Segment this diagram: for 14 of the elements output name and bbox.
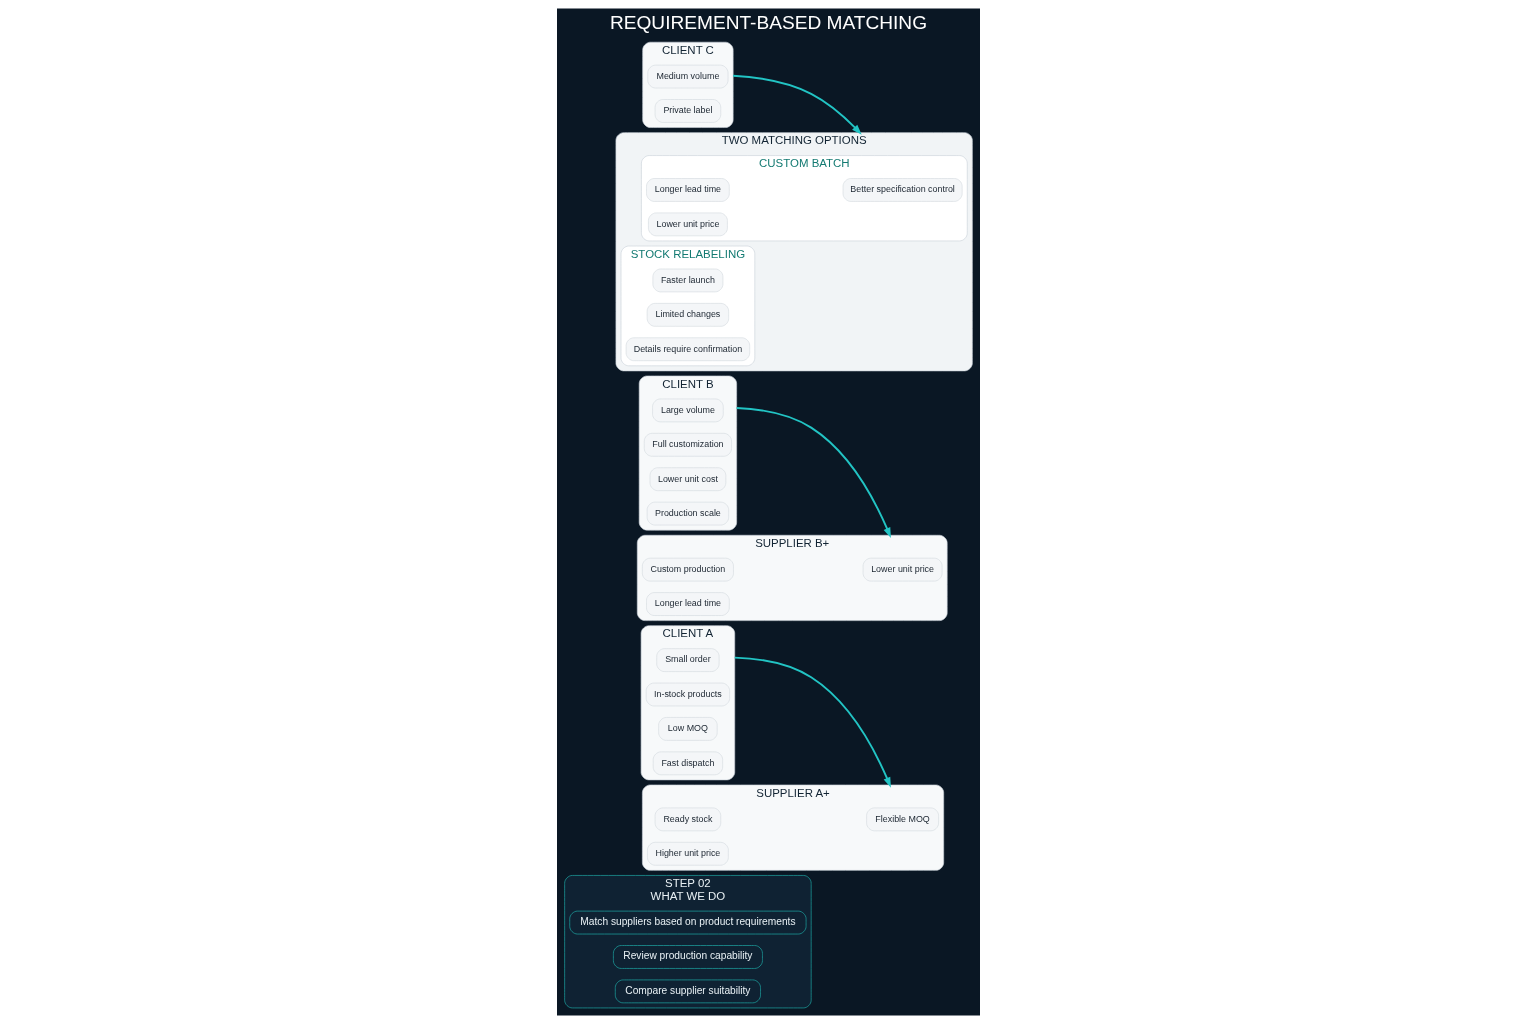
node-box: Longer lead time bbox=[645, 178, 730, 202]
arrow bbox=[731, 74, 862, 135]
arrow bbox=[735, 407, 891, 538]
node-box: Better specification control bbox=[842, 178, 962, 202]
node-box: Limited changes bbox=[646, 303, 729, 327]
node-box: Review production capability bbox=[612, 945, 763, 969]
node-box: Match suppliers based on product requirements bbox=[568, 910, 806, 935]
arrow bbox=[733, 656, 891, 788]
node-box: Compare supplier suitability bbox=[614, 979, 761, 1004]
node-box: Details require confirmation bbox=[625, 337, 750, 361]
node-box: Higher unit price bbox=[646, 842, 729, 866]
diagram-title: REQUIREMENT-BASED MATCHING bbox=[609, 11, 927, 33]
node-box: Faster launch bbox=[652, 268, 723, 293]
node-box: Lower unit price bbox=[647, 212, 728, 237]
